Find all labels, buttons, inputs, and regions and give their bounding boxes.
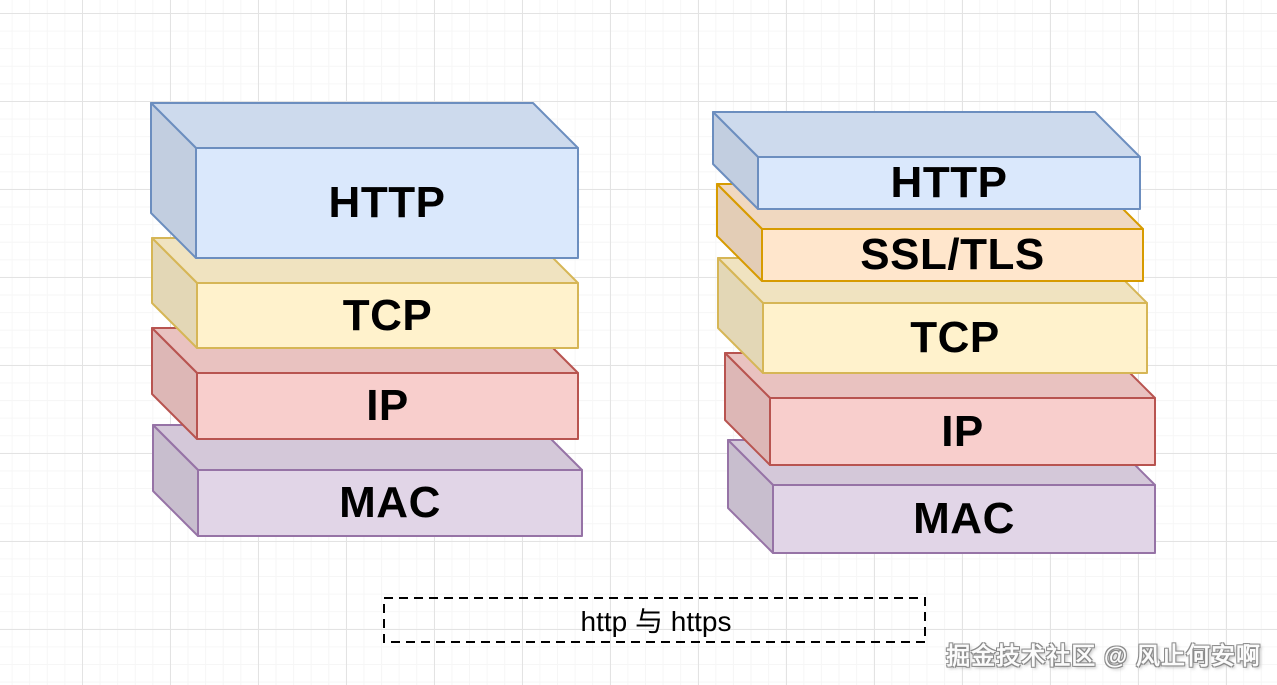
caption-dashed-border <box>383 597 926 643</box>
caption-box: http 与 https <box>381 595 931 645</box>
http-stack-http-box <box>150 102 579 259</box>
http-stack-http-front-face <box>195 147 579 259</box>
watermark-text: 掘金技术社区 @ 风止何安啊 <box>946 643 1261 670</box>
https-stack-http-box <box>712 111 1141 210</box>
https-stack-http-top-face <box>712 111 1141 158</box>
caption-text: http 与 https <box>580 606 732 637</box>
https-stack-tcp-front-face <box>762 302 1148 374</box>
https-stack-ssl-tls-front-face <box>761 228 1144 282</box>
http-stack-http-top-face <box>150 102 579 149</box>
http-stack-tcp-front-face <box>196 282 579 349</box>
https-stack-mac-front-face <box>772 484 1156 554</box>
https-stack-ip-front-face <box>769 397 1156 466</box>
http-stack-ip-front-face <box>196 372 579 440</box>
http-stack-mac-box <box>152 424 583 537</box>
http-stack-mac-front-face <box>197 469 583 537</box>
https-stack-http-front-face <box>757 156 1141 210</box>
